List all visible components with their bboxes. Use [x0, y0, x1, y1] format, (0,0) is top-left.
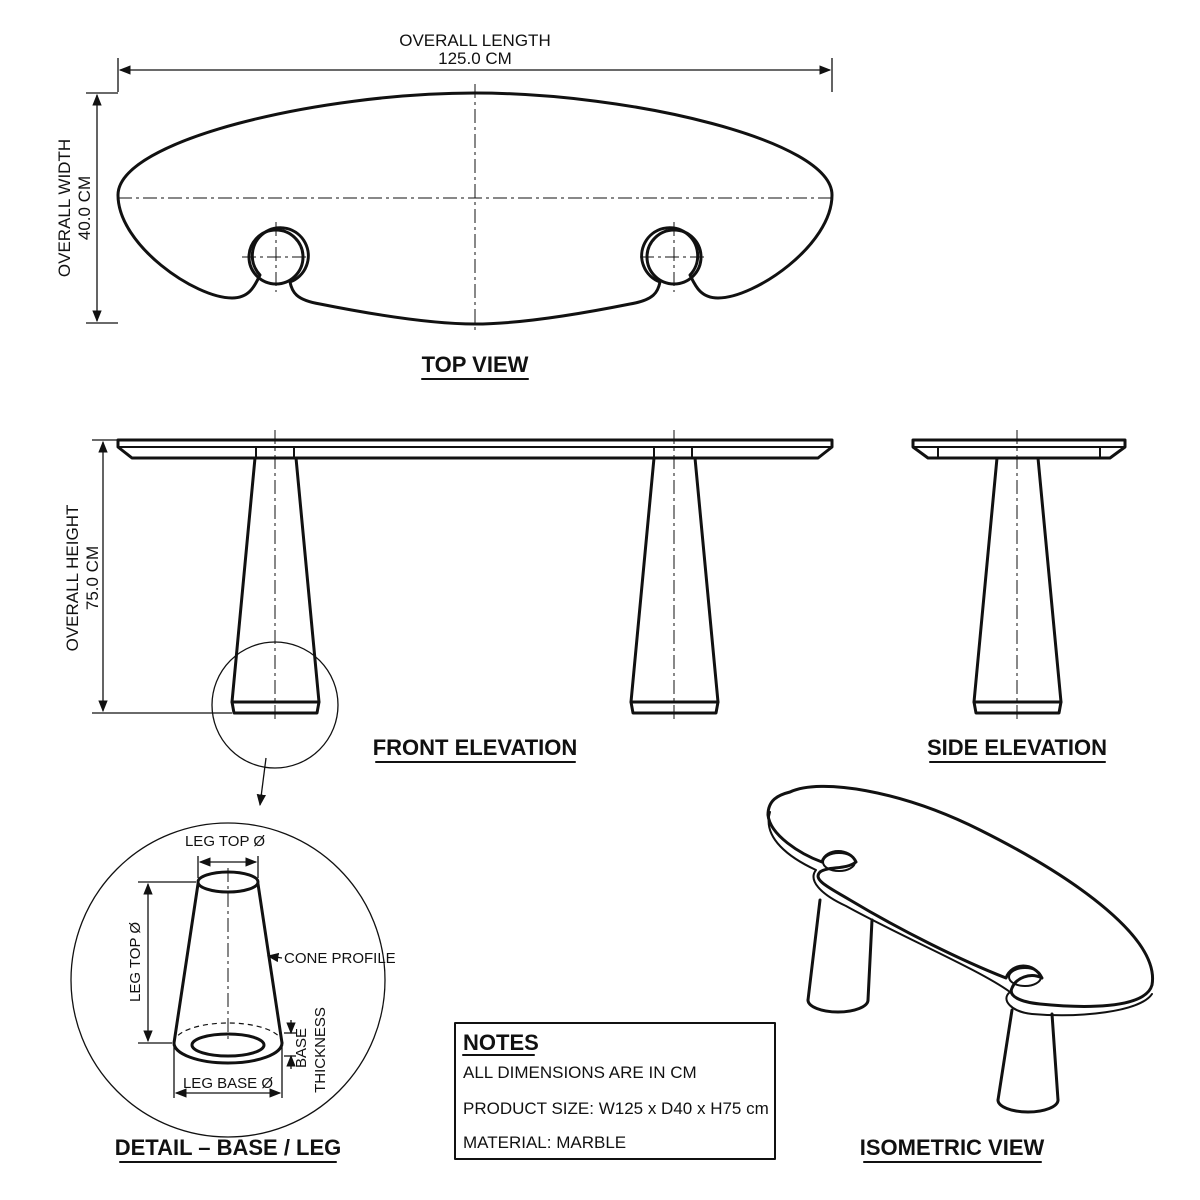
detail-title: DETAIL – BASE / LEG	[115, 1135, 342, 1160]
notes-title: NOTES	[463, 1030, 539, 1055]
detail-callout-circle	[211, 641, 339, 769]
leg-base-dia-label: LEG BASE Ø	[183, 1075, 273, 1092]
note-line-2: PRODUCT SIZE: W125 x D40 x H75 cm	[463, 1099, 769, 1118]
isometric-title: ISOMETRIC VIEW	[860, 1135, 1045, 1160]
notes-box: NOTES ALL DIMENSIONS ARE IN CM PRODUCT S…	[454, 1022, 776, 1160]
detail-circle	[70, 822, 386, 1138]
front-elevation-title: FRONT ELEVATION	[373, 735, 578, 760]
overall-length-label: OVERALL LENGTH	[399, 31, 550, 50]
iso-tabletop	[766, 784, 1155, 1008]
side-elevation: SIDE ELEVATION	[911, 430, 1127, 763]
overall-width-dimension: OVERALL WIDTH 40.0 CM	[55, 92, 118, 324]
base-thickness-label-2: THICKNESS	[312, 1007, 329, 1093]
front-leg-left	[230, 456, 321, 704]
detail-base-leg: LEG TOP Ø LEG TOP Ø CONE PROFILE BASE TH…	[70, 822, 396, 1163]
leg-base-ellipse	[190, 1032, 266, 1058]
overall-height-dimension: OVERALL HEIGHT 75.0 CM	[63, 439, 232, 714]
iso-leg-hole-back	[822, 852, 856, 872]
iso-tabletop-edge	[767, 811, 1153, 1017]
overall-height-label: OVERALL HEIGHT	[63, 505, 82, 652]
side-tabletop	[911, 438, 1127, 460]
iso-leg-back	[806, 898, 874, 1002]
isometric-view: ISOMETRIC VIEW	[766, 784, 1155, 1163]
overall-length-dimension: OVERALL LENGTH 125.0 CM	[117, 31, 833, 92]
overall-width-label: OVERALL WIDTH	[55, 139, 74, 277]
base-thickness-label-1: BASE	[293, 1028, 310, 1068]
note-line-1: ALL DIMENSIONS ARE IN CM	[463, 1063, 697, 1082]
top-view: OVERALL LENGTH 125.0 CM OVERALL WIDTH 40…	[55, 31, 834, 380]
overall-width-value: 40.0 CM	[75, 176, 94, 240]
top-view-title: TOP VIEW	[422, 352, 529, 377]
side-elevation-title: SIDE ELEVATION	[927, 735, 1107, 760]
table-top-outline	[116, 91, 834, 326]
side-leg	[972, 456, 1063, 704]
overall-height-value: 75.0 CM	[83, 546, 102, 610]
front-tabletop	[116, 438, 834, 460]
iso-leg-hole-front	[1008, 967, 1042, 987]
note-line-3: MATERIAL: MARBLE	[463, 1133, 626, 1152]
leg-top-dia-vertical-label: LEG TOP Ø	[127, 922, 144, 1002]
cone-profile-label: CONE PROFILE	[284, 950, 396, 967]
iso-leg-front	[996, 1008, 1060, 1102]
overall-length-value: 125.0 CM	[438, 49, 512, 68]
leg-top-dia-label: LEG TOP Ø	[185, 833, 265, 850]
front-leg-right	[629, 456, 720, 704]
front-elevation: OVERALL HEIGHT 75.0 CM FRONT ELEVATION	[63, 430, 834, 807]
